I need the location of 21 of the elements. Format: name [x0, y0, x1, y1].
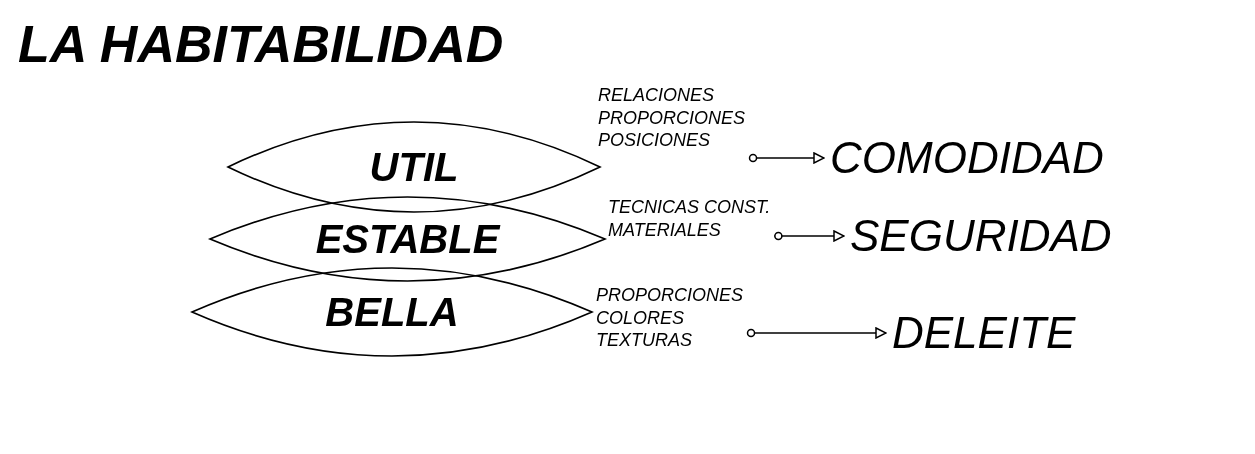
diagram-title: LA HABITABILIDAD [18, 14, 504, 74]
list-item: TECNICAS CONST. [608, 196, 771, 219]
lens-shape [192, 268, 592, 356]
quality-label: UTIL [369, 144, 459, 190]
lens-shape [210, 197, 605, 281]
outcome-label: COMODIDAD [830, 133, 1104, 183]
arrow [773, 230, 845, 242]
list-item: POSICIONES [598, 129, 711, 152]
list-item: COLORES [596, 306, 685, 329]
lens-shape [228, 122, 600, 212]
arrow [748, 152, 825, 164]
list-item: MATERIALES [608, 218, 721, 241]
arrow [746, 327, 887, 339]
list-item: PROPORCIONES [596, 284, 744, 307]
quality-label: ESTABLE [315, 216, 500, 262]
list-item: TEXTURAS [596, 329, 692, 352]
outcome-label: DELEITE [892, 308, 1076, 358]
outcome-label: SEGURIDAD [850, 211, 1112, 261]
list-item: RELACIONES [598, 84, 715, 107]
list-item: PROPORCIONES [598, 106, 746, 129]
quality-label: BELLA [325, 289, 459, 335]
